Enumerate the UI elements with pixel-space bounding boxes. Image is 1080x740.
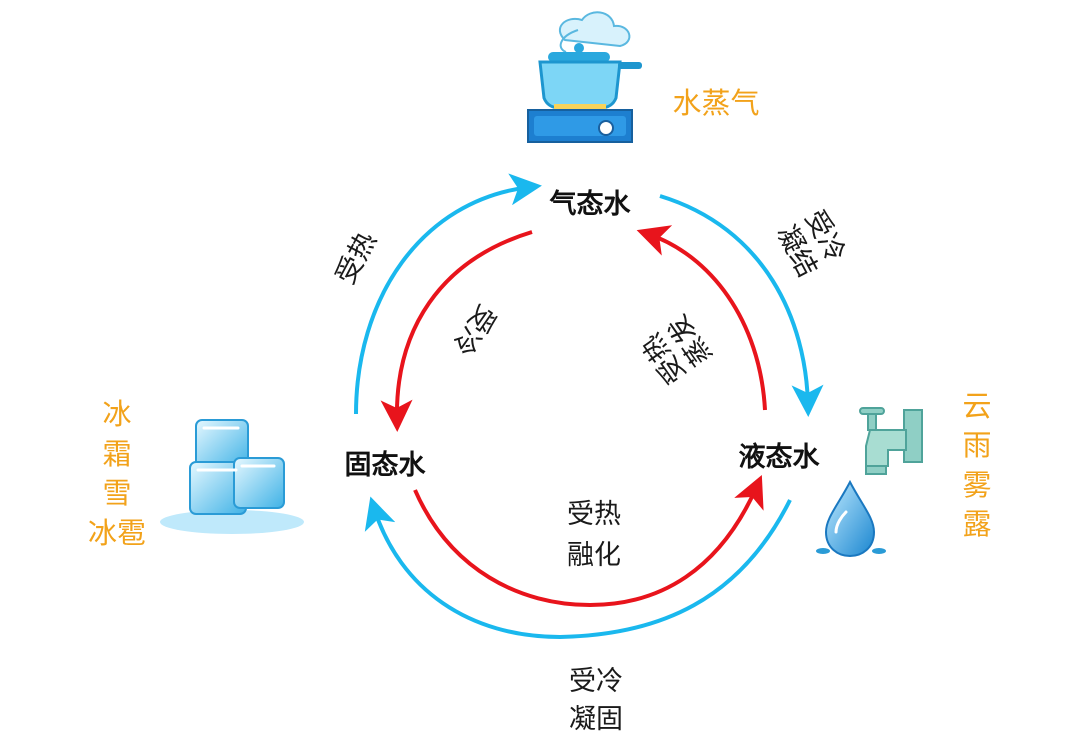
arrow-gas-to-liquid (659, 194, 824, 417)
example-liquid-2: 雨 (962, 428, 991, 462)
example-solid-4: 冰雹 (88, 516, 146, 550)
state-liquid: 液态水 (739, 442, 821, 473)
process-liquid-to-solid-1: 受冷 (569, 666, 623, 697)
process-liquid-to-solid-2: 凝固 (569, 704, 623, 735)
example-solid-3: 雪 (102, 476, 131, 510)
arrow-solid-to-liquid (413, 475, 764, 608)
arrow-liquid-to-gas (636, 225, 767, 411)
state-solid: 固态水 (345, 450, 427, 481)
example-liquid-3: 雾 (962, 468, 991, 502)
process-solid-to-gas: 受热 (330, 227, 383, 289)
arrow-gas-to-solid (380, 230, 533, 432)
example-gas: 水蒸气 (672, 86, 759, 120)
process-gas-to-solid: 受冷 (445, 299, 501, 361)
state-gas: 气态水 (549, 189, 632, 220)
water-tap-icon (816, 407, 923, 558)
steaming-pot-icon (527, 11, 642, 143)
example-liquid-1: 云 (962, 389, 991, 423)
example-solid-2: 霜 (102, 437, 131, 471)
arrow-liquid-to-solid (364, 496, 792, 640)
example-liquid-4: 露 (962, 507, 991, 541)
example-solid-1: 冰 (102, 397, 131, 431)
arrow-solid-to-gas (354, 173, 542, 415)
ice-cubes-icon (160, 419, 304, 534)
process-solid-to-liquid-2: 融化 (567, 540, 621, 571)
process-solid-to-liquid-1: 受热 (567, 499, 621, 530)
